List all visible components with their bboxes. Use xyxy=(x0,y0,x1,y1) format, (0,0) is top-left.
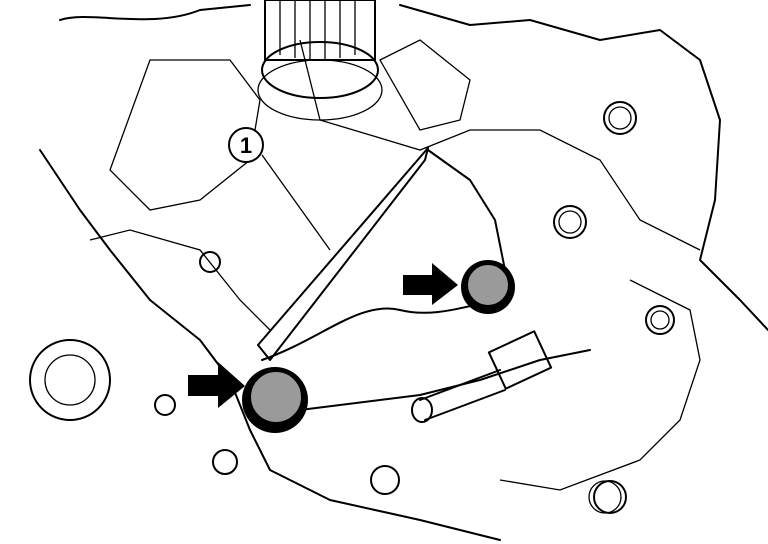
callout-label: 1 xyxy=(240,133,252,158)
plug-lower xyxy=(242,367,308,433)
bolt xyxy=(553,205,587,239)
case-lower-outline xyxy=(39,149,501,541)
bracket-plate xyxy=(257,147,429,361)
bolt xyxy=(603,101,637,135)
arrow-icon xyxy=(403,263,458,305)
input-shaft xyxy=(257,0,383,121)
callout-1: 1 xyxy=(228,127,331,251)
bolt xyxy=(154,251,627,514)
plug-upper xyxy=(461,260,515,314)
bolt xyxy=(645,305,675,335)
case-rib xyxy=(109,39,471,211)
case-rib xyxy=(89,39,701,491)
shaft-boss xyxy=(29,339,111,421)
arrow-icon xyxy=(188,362,245,408)
harness-connector xyxy=(411,330,553,423)
case-outline xyxy=(59,4,768,331)
